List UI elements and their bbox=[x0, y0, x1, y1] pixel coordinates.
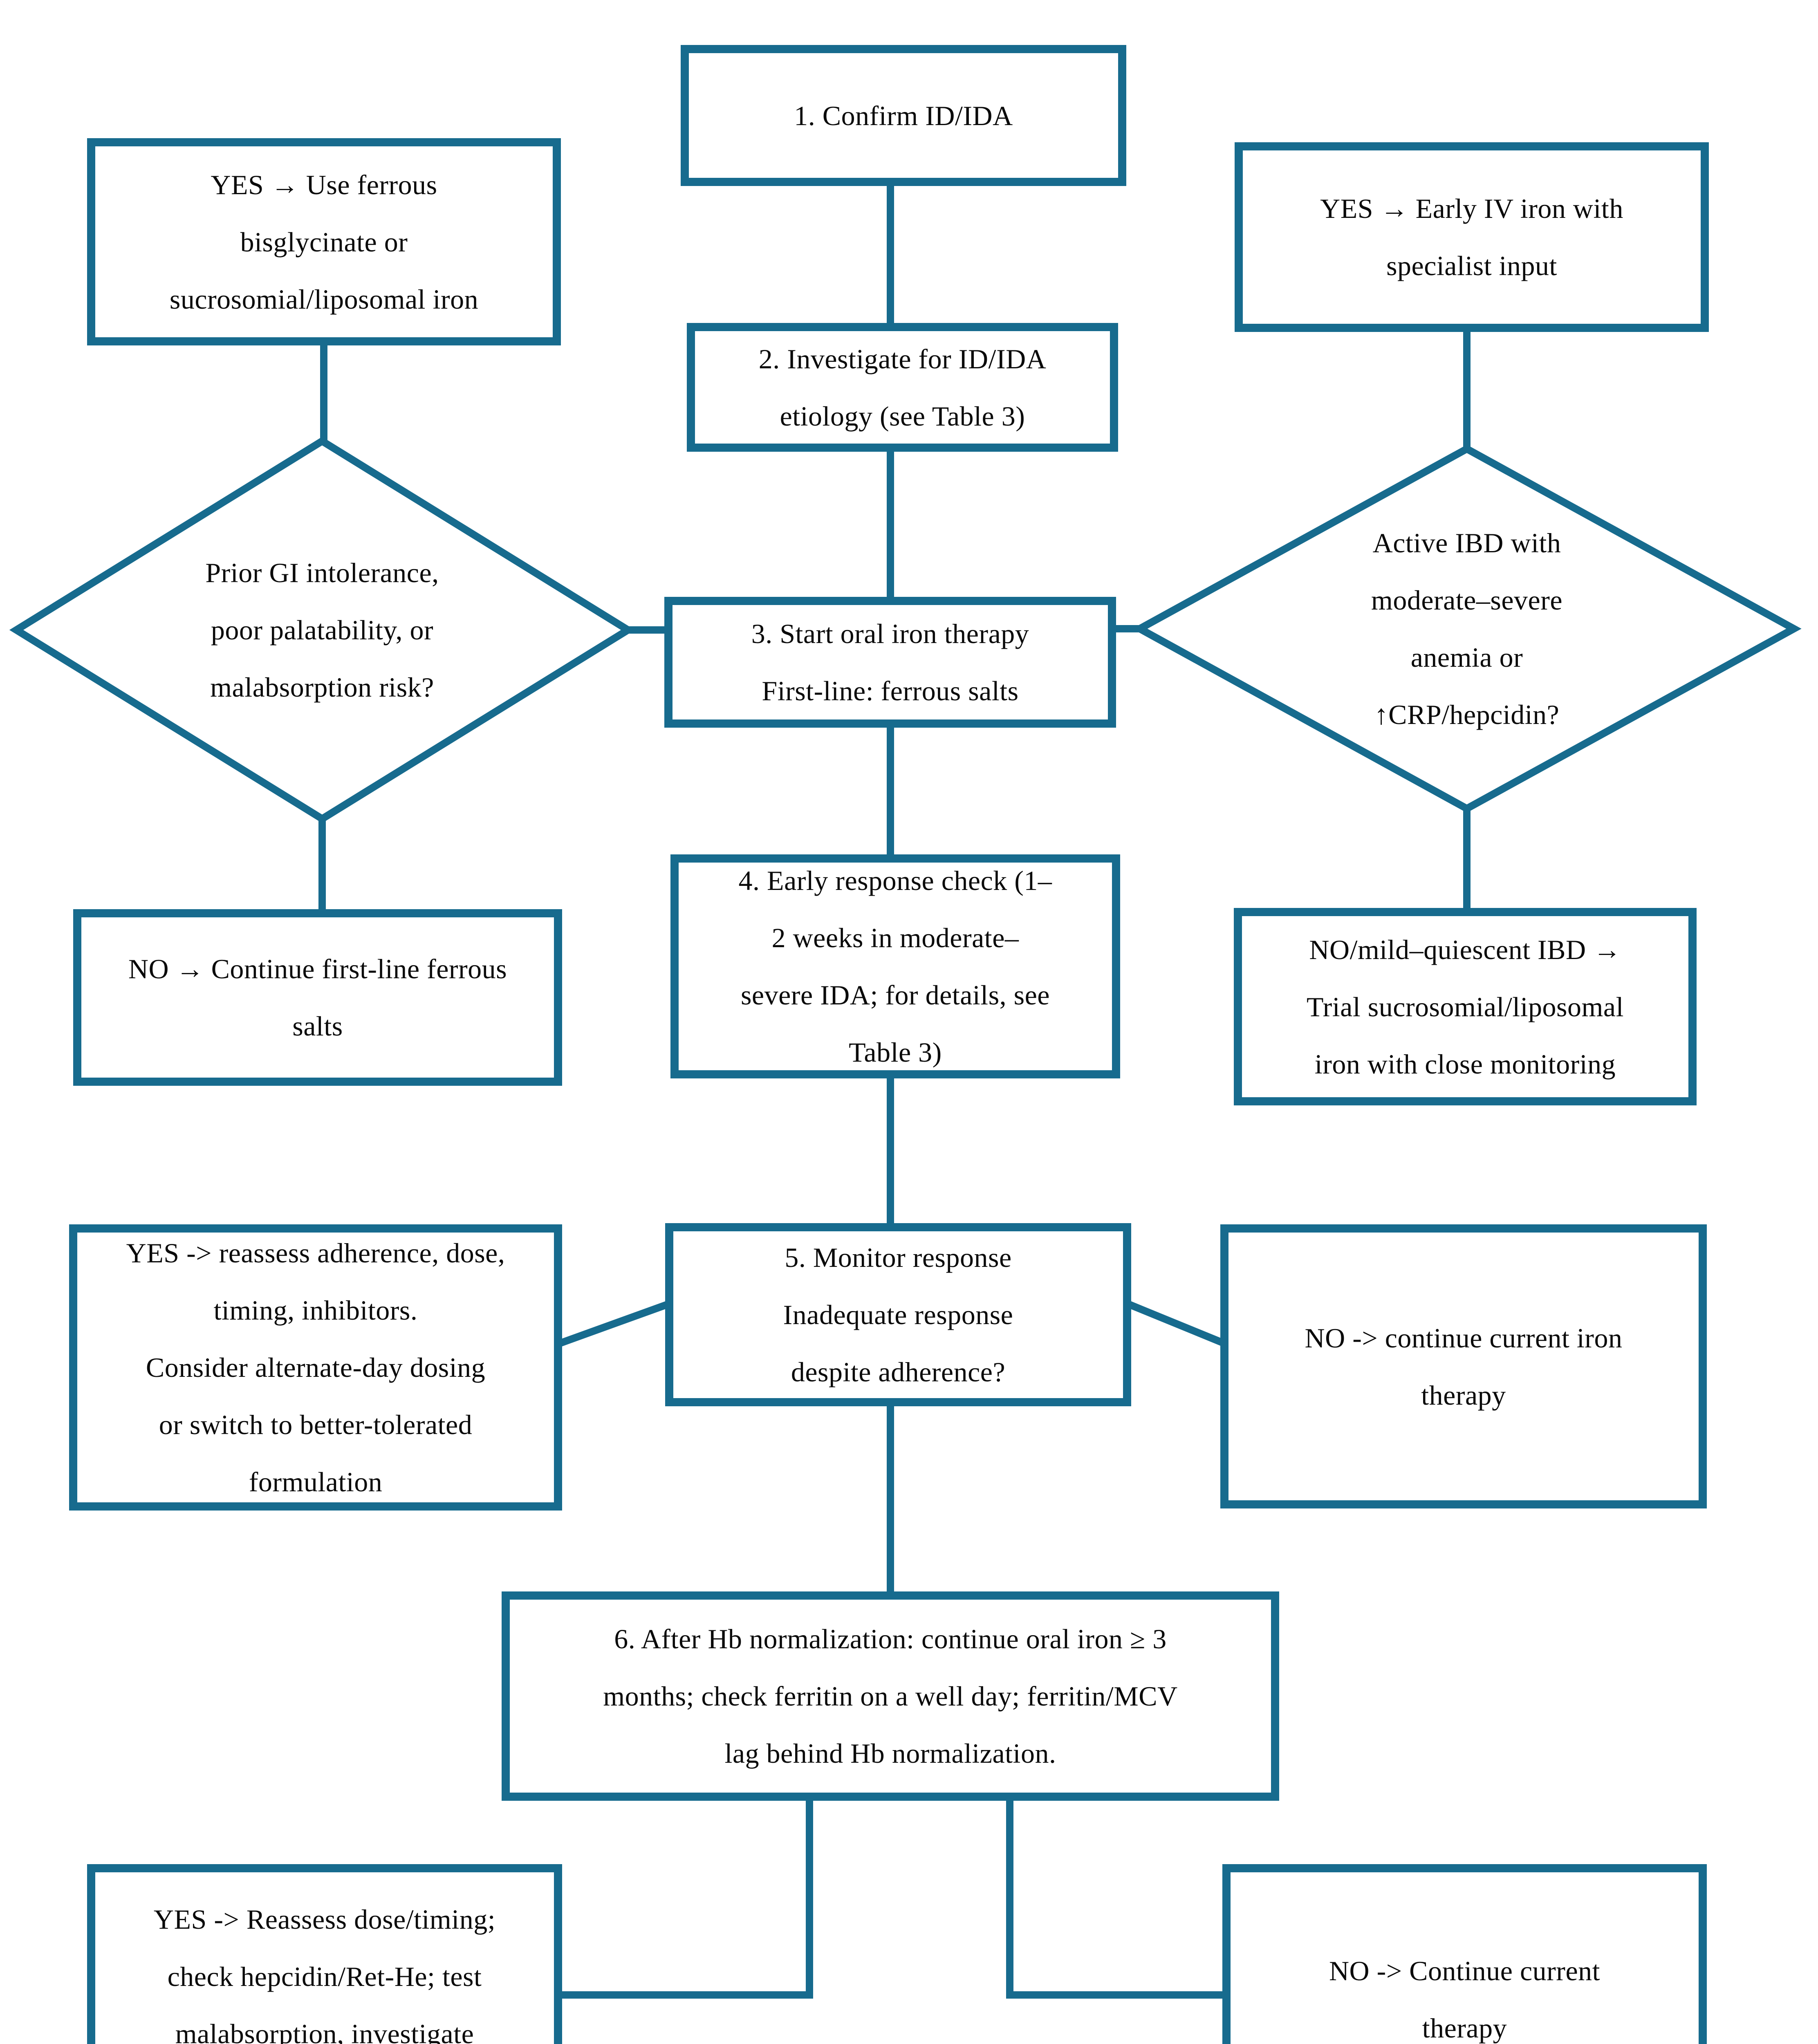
connector-step5-monitorno bbox=[1127, 1300, 1225, 1347]
node-monitor-yes-reassess: YES -> reassess adherence, dose,timing, … bbox=[69, 1224, 562, 1511]
ibd-decision-diamond bbox=[1132, 444, 1802, 813]
node-step6-after-hb-normalization: 6. After Hb normalization: continue oral… bbox=[502, 1591, 1279, 1801]
connector-step6-finalyes bbox=[560, 1799, 813, 1999]
node-step4-label: 4. Early response check (1–2 weeks in mo… bbox=[738, 865, 1052, 1068]
node-ibd-no-trial-sucrosomial: NO/mild–quiescent IBD →Trial sucrosomial… bbox=[1234, 908, 1697, 1105]
connector-step5-monitoryes bbox=[559, 1300, 670, 1347]
node-monitor-yes-label: YES -> reassess adherence, dose,timing, … bbox=[126, 1237, 505, 1497]
gi-diamond-label-box: Prior GI intolerance,poor palatability, … bbox=[118, 515, 527, 744]
node-step1-label: 1. Confirm ID/IDA bbox=[794, 100, 1013, 131]
node-final-yes-reassess-dose-timing: YES -> Reassess dose/timing;check hepcid… bbox=[87, 1864, 562, 2044]
node-step6-label: 6. After Hb normalization: continue oral… bbox=[603, 1623, 1178, 1769]
connector-step6-finalno bbox=[1006, 1799, 1224, 1999]
gi-diamond-label: Prior GI intolerance,poor palatability, … bbox=[205, 557, 439, 703]
node-step4-early-response-check: 4. Early response check (1–2 weeks in mo… bbox=[670, 854, 1120, 1078]
node-ibd-no-label: NO/mild–quiescent IBD →Trial sucrosomial… bbox=[1307, 934, 1624, 1080]
node-final-yes-label: YES -> Reassess dose/timing;check hepcid… bbox=[153, 1903, 496, 2044]
gi-decision-diamond bbox=[9, 437, 635, 823]
node-step1-confirm-idida: 1. Confirm ID/IDA bbox=[681, 45, 1126, 186]
